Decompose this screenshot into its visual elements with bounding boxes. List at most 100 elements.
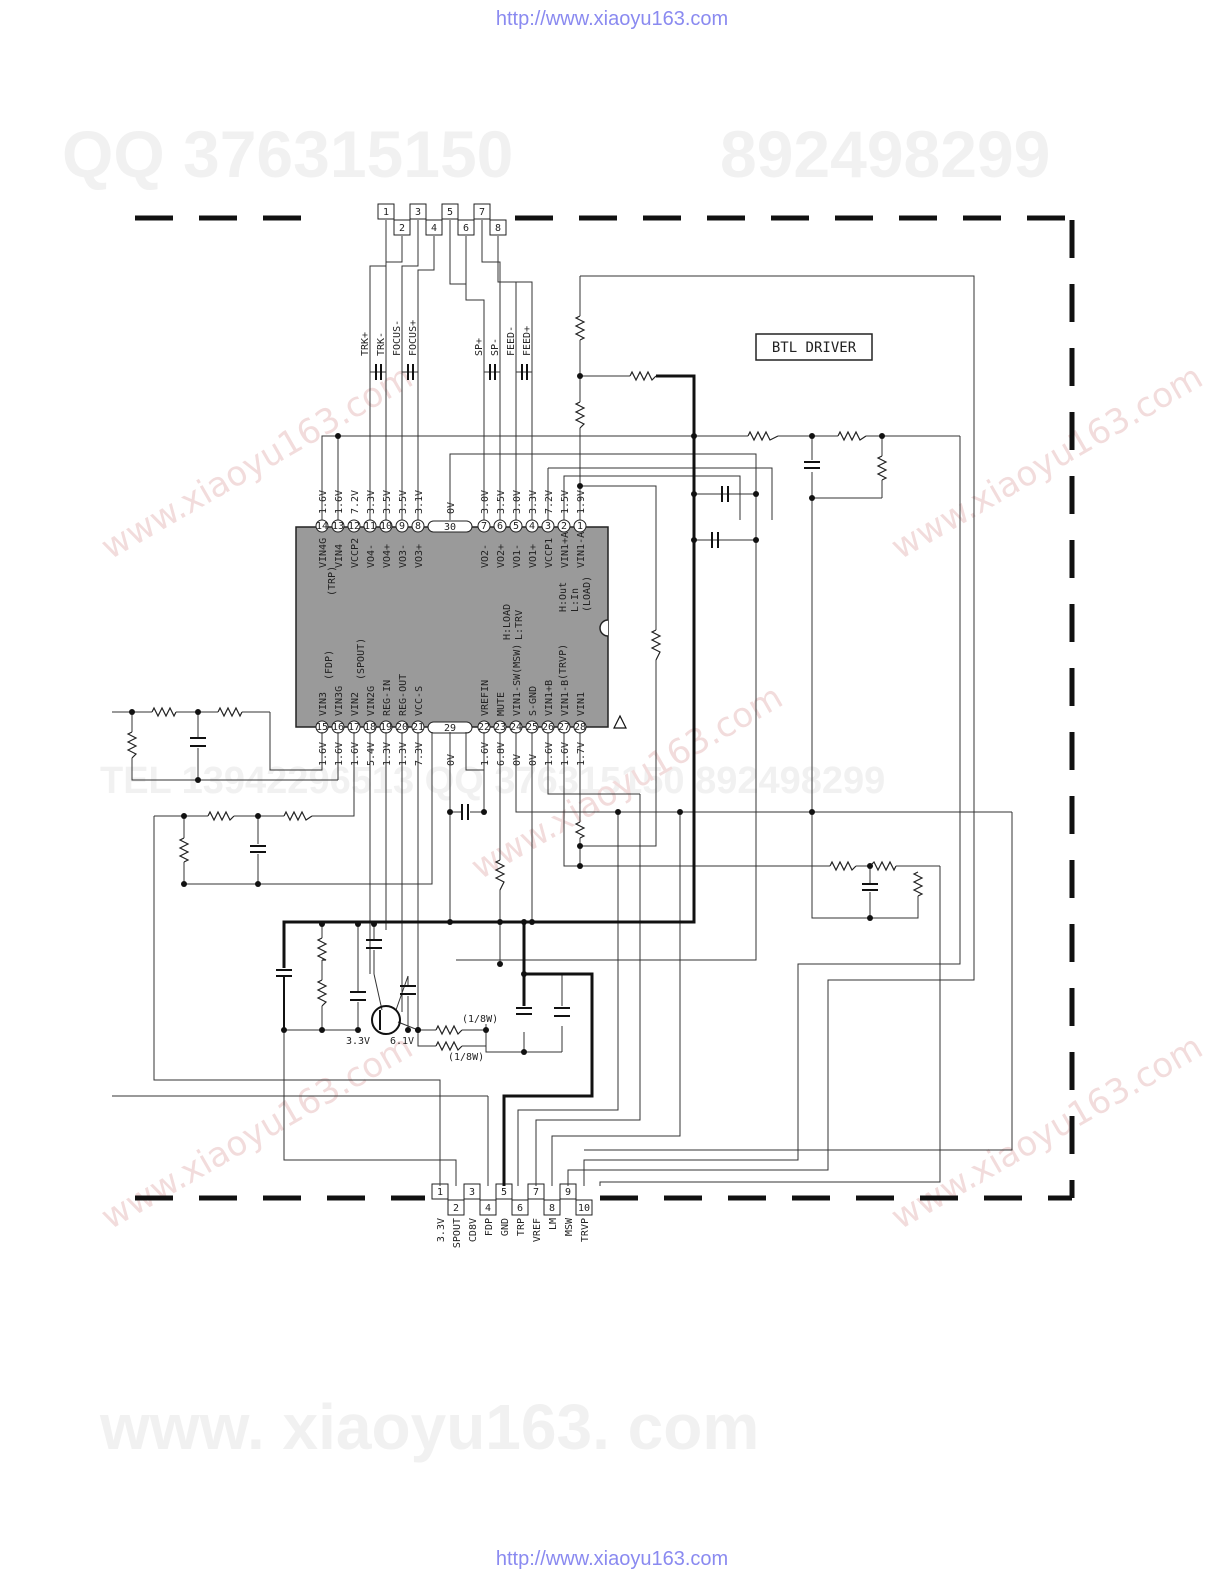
top-connector-signal: FEED+ [522, 326, 533, 356]
capacitor-c11 [366, 939, 382, 949]
ic-bottom-pin-name: VIN1-SW(MSW) [512, 644, 523, 716]
junction-dot [319, 1027, 325, 1033]
ic-top-pin-number: 6 [497, 521, 503, 532]
top-connector-signal: FOCUS+ [408, 320, 419, 356]
resistor-r9 [217, 706, 243, 718]
ic-top-pin-number: 8 [415, 521, 421, 532]
junction-dot [809, 495, 815, 501]
top-connector-signal: FOCUS- [392, 320, 403, 356]
junction-dot [255, 881, 261, 887]
footer-url[interactable]: http://www.xiaoyu163.com [495, 1548, 729, 1570]
ic-top-pin-number: 12 [348, 521, 360, 532]
wiring [112, 220, 1013, 1186]
diag-watermark-5: www.xiaoyu163.com [885, 1027, 1210, 1238]
ic-notch [599, 619, 609, 637]
top-connector-pin-number: 2 [399, 223, 405, 234]
junction-dot [355, 1027, 361, 1033]
ic-body [295, 526, 609, 728]
ic-top-pin-name: VO1+ [528, 544, 539, 568]
ic-top-pin-volt: 3.5V [398, 490, 409, 514]
watermark-bottom: www. xiaoyu163. com [100, 1391, 760, 1463]
ic-top-pin-volt: 3.0V [512, 490, 523, 514]
junction-dot [529, 919, 535, 925]
ic-top-pin-volt: 3.0V [480, 490, 491, 514]
ic-top-pin-volt: 1.6V [318, 490, 329, 514]
capacitor-c3 [489, 364, 496, 380]
ic-top-pin-number: 2 [561, 521, 567, 532]
ic-top-pin-volt: 1.5V [560, 490, 571, 514]
ic-note-hout: H:Out [558, 582, 569, 612]
ic-note-spout: (SPOUT) [356, 638, 367, 680]
ic-bottom-pin-volt: 1.6V [560, 742, 571, 766]
capacitor-c6 [804, 461, 820, 469]
ic-bottom-pin-name: VIN3 [318, 692, 329, 716]
capacitor-electrolytic-3 [711, 532, 719, 548]
bottom-connector-pin-number: 9 [565, 1187, 571, 1198]
junction-dot [753, 491, 759, 497]
capacitor-c12 [350, 991, 366, 1001]
bottom-connector-signal: TRP [516, 1218, 527, 1236]
ic-bottom-pin-name: VIN1+B [544, 680, 555, 716]
junction-dot [195, 777, 201, 783]
capacitor-c8 [250, 845, 266, 853]
junction-dot [577, 483, 583, 489]
junction-dot [255, 813, 261, 819]
top-connector-pin-1 [377, 203, 395, 220]
watermark-mid-line: TEL 13942296513 QQ 376315150 892498299 [100, 760, 886, 802]
junction-dot [521, 919, 527, 925]
resistor-r6 [876, 455, 888, 481]
resistor-r3 [629, 370, 657, 382]
ic-bottom-pin-number: 27 [558, 722, 570, 733]
junction-dot [405, 1027, 411, 1033]
ic-top-pin-name: VO1- [512, 544, 523, 568]
junction-dot [809, 433, 815, 439]
bottom-connector-signal: TRVP [580, 1218, 591, 1242]
resistor-r21 [435, 1024, 463, 1036]
ic-bottom-pin-volt: 7.3V [414, 742, 425, 766]
top-connector-pin-2 [393, 219, 411, 236]
resistor-note-1: (1/8W) [462, 1014, 498, 1025]
ic-top-pin-volt: 7.2V [544, 490, 555, 514]
ic-notes: (TRP) (FDP) (SPOUT) H:LOAD L:TRV H:Out L… [324, 566, 593, 680]
bottom-connector: 13.3V2SPOUT3CD8V4FDP5GND6TRP7VREF8LM9MSW… [431, 1183, 593, 1248]
ic-bottom-pin-volt: 1.6V [334, 742, 345, 766]
resistors [126, 315, 924, 1052]
ic-bottom-pin-volt: 1.6V [318, 742, 329, 766]
bottom-connector-pin-number: 1 [437, 1187, 443, 1198]
ic-bottom-pin-number: 28 [574, 722, 586, 733]
ic-bottom-pin-name: MUTE [496, 692, 507, 716]
resistor-r18 [912, 871, 924, 897]
transistor-volt-right: 6.1V [390, 1036, 414, 1047]
ic-bottom-pin-volt: 1.6V [480, 742, 491, 766]
top-connector-pin-number: 7 [479, 207, 485, 218]
bottom-connector-pin-4 [479, 1199, 497, 1216]
ic-top-pin-name: VIN4 [334, 544, 345, 568]
ic-bottom-pin-number: 24 [510, 722, 522, 733]
block-title: BTL DRIVER [772, 340, 857, 356]
resistor-r8 [151, 706, 177, 718]
ic-bottom-pin-number: 17 [348, 722, 360, 733]
resistor-r22 [435, 1040, 463, 1052]
ic-bottom-pin-number: 22 [478, 722, 490, 733]
capacitor-c14 [554, 1007, 570, 1017]
capacitor-c10 [862, 883, 878, 891]
top-connector-signal: TRK- [376, 332, 387, 356]
junction-dot [447, 919, 453, 925]
resistor-r14 [574, 821, 586, 839]
bottom-connector-pin-3 [463, 1183, 481, 1200]
capacitor-electrolytic-1 [276, 969, 292, 1030]
diag-watermark-2: www.xiaoyu163.com [885, 357, 1210, 568]
ic-top-pin-name: VO2- [480, 544, 491, 568]
junction-dot [497, 919, 503, 925]
thick-rails [282, 374, 696, 1186]
bottom-connector-signal: MSW [564, 1217, 575, 1236]
ic-top-pin-number: 3 [545, 521, 551, 532]
ic-top-pins: 141.6VVIN4G131.6VVIN4127.2VVCCP2113.3VVO… [315, 490, 587, 568]
top-connector-signal: SP- [490, 338, 501, 356]
header-url[interactable]: http://www.xiaoyu163.com [495, 8, 729, 30]
junction-dot [577, 843, 583, 849]
ic-top-pin-name: VCCP2 [350, 538, 361, 568]
bottom-connector-pin-number: 7 [533, 1187, 539, 1198]
ic-bottom-pin-name: REG-IN [382, 680, 393, 716]
transistor-volt-left: 3.3V [346, 1036, 370, 1047]
